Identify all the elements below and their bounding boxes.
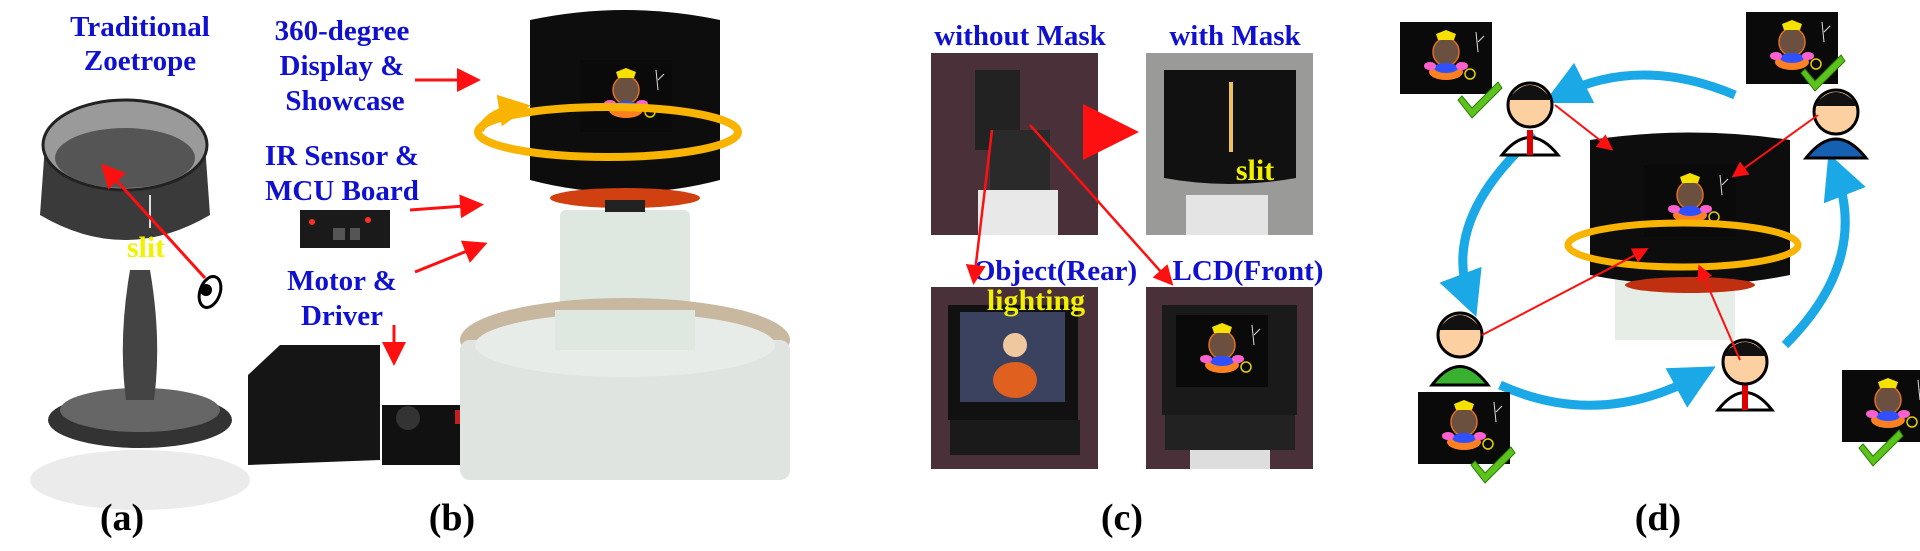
caption-d: (d) [1635, 497, 1681, 539]
rotation-ring [474, 103, 742, 161]
slit-label-mask: slit [1236, 154, 1274, 187]
photo-with-mask [1146, 53, 1313, 235]
lighting-label: lighting [987, 284, 1085, 317]
caption-a: (a) [100, 497, 144, 539]
title-traditional: Traditional [70, 11, 210, 43]
panel-a: Traditional Zoetrope slit (a) [30, 11, 250, 539]
gaze-arrows [1481, 104, 1819, 361]
label-object-rear: Object(Rear) [973, 255, 1137, 287]
arrow-to-base [414, 240, 488, 274]
label-lcd-front: LCD(Front) [1173, 255, 1324, 287]
motor-driver-photo [248, 345, 482, 465]
user-icon-bottom-right [1714, 338, 1776, 412]
rotation-arrow [476, 94, 531, 133]
arrow-to-lcd [1029, 124, 1174, 286]
user-icon-bottom-left [1428, 311, 1492, 387]
label-ir-sensor: IR Sensor & [265, 140, 419, 172]
label-motor: Motor & [287, 265, 397, 297]
caption-b: (b) [429, 497, 475, 539]
panel-d: (d) [1399, 11, 1920, 539]
photo-lcd-front [1146, 287, 1313, 469]
user-icon-top-left [1498, 81, 1562, 157]
zoetrope-drawing [30, 98, 250, 510]
label-driver: Driver [301, 300, 383, 332]
eye-icon [197, 275, 223, 309]
label-mcu-board: MCU Board [265, 175, 419, 207]
center-display-device [1590, 132, 1790, 340]
user-icons [1428, 81, 1870, 412]
panel-b: 360-degree Display & Showcase IR Sensor … [248, 10, 790, 539]
user-icon-top-right [1802, 88, 1870, 160]
mcu-board-photo [300, 210, 390, 248]
label-without-mask: without Mask [934, 20, 1106, 52]
label-showcase: Showcase [285, 85, 404, 117]
label-360-degree: 360-degree [275, 15, 410, 47]
label-display: Display & [280, 50, 405, 82]
panel-c: without Mask with Mask slit Object(Rear)… [931, 20, 1323, 539]
photo-object-rear [931, 287, 1098, 469]
view-arrow [100, 163, 207, 280]
label-with-mask: with Mask [1169, 20, 1301, 52]
arrow-to-object [965, 129, 994, 285]
title-zoetrope: Zoetrope [84, 45, 196, 77]
display-device-photo [460, 10, 790, 480]
slit-label: slit [127, 231, 165, 264]
rotation-ring-d [1564, 219, 1802, 271]
arrow-to-mcu [409, 194, 484, 219]
photo-without-mask [931, 53, 1098, 235]
caption-c: (c) [1101, 497, 1143, 539]
